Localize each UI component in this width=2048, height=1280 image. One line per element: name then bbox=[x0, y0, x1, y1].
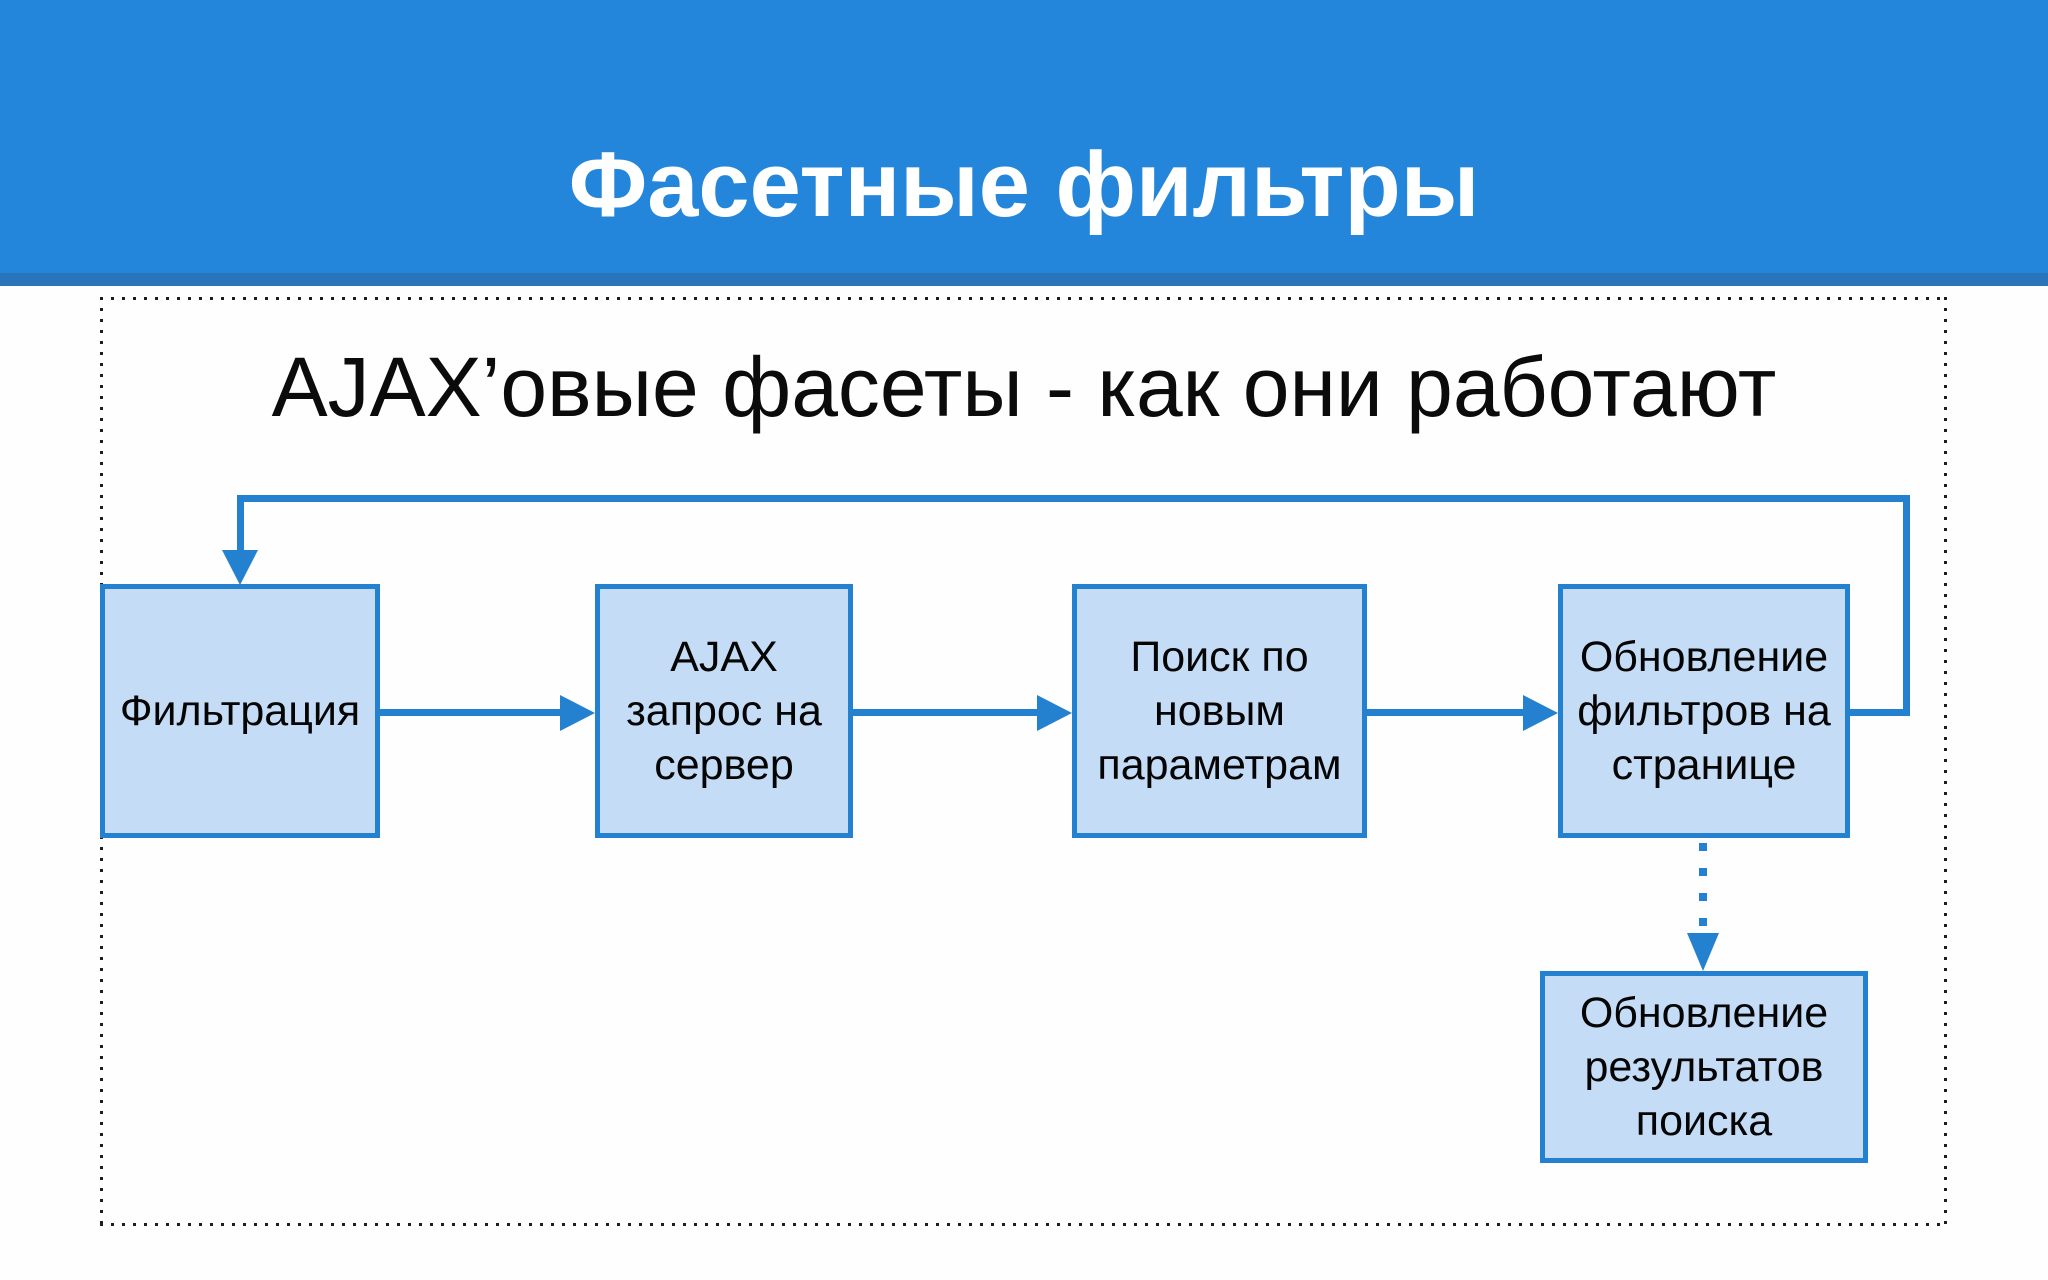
loop-horizontal-top bbox=[237, 495, 1910, 502]
flow-box-label: Обновление фильтров на странице bbox=[1577, 633, 1831, 789]
flow-box-label: Обновление результатов поиска bbox=[1579, 989, 1829, 1145]
slide-title: Фасетные фильтры bbox=[568, 134, 1480, 236]
flow-box-label: Фильтрация bbox=[119, 687, 361, 735]
dotted-arrow-shaft bbox=[1699, 843, 1707, 927]
header-banner: Фасетные фильтры bbox=[0, 0, 2048, 273]
flow-box-filtration: Фильтрация bbox=[100, 584, 380, 838]
flow-box-update-filters: Обновление фильтров на странице bbox=[1558, 584, 1850, 838]
header-accent-strip bbox=[0, 273, 2048, 286]
diagram-title: AJAX’овые фасеты - как они работают bbox=[271, 340, 1777, 434]
arrow-shaft bbox=[380, 709, 562, 716]
arrow-shaft bbox=[1367, 709, 1525, 716]
panel-border-right bbox=[1944, 297, 1947, 1226]
panel-border-top bbox=[100, 297, 1947, 300]
arrow-head-right-icon bbox=[1523, 695, 1558, 731]
loop-stub-right bbox=[1850, 709, 1910, 716]
loop-vertical-right bbox=[1903, 495, 1910, 716]
loop-vertical-left bbox=[237, 495, 244, 550]
flow-box-search-new-params: Поиск по новым параметрам bbox=[1072, 584, 1367, 838]
flow-box-label: Поиск по новым параметрам bbox=[1097, 633, 1342, 789]
arrow-head-down-icon bbox=[1687, 933, 1719, 971]
arrow-shaft bbox=[853, 709, 1039, 716]
arrow-head-down-icon bbox=[222, 550, 258, 585]
arrow-head-right-icon bbox=[560, 695, 595, 731]
flow-box-ajax-request: AJAX запрос на сервер bbox=[595, 584, 853, 838]
flow-box-update-results: Обновление результатов поиска bbox=[1540, 971, 1868, 1163]
flow-box-label: AJAX запрос на сервер bbox=[626, 633, 822, 789]
panel-border-bottom bbox=[100, 1223, 1947, 1226]
arrow-head-right-icon bbox=[1037, 695, 1072, 731]
